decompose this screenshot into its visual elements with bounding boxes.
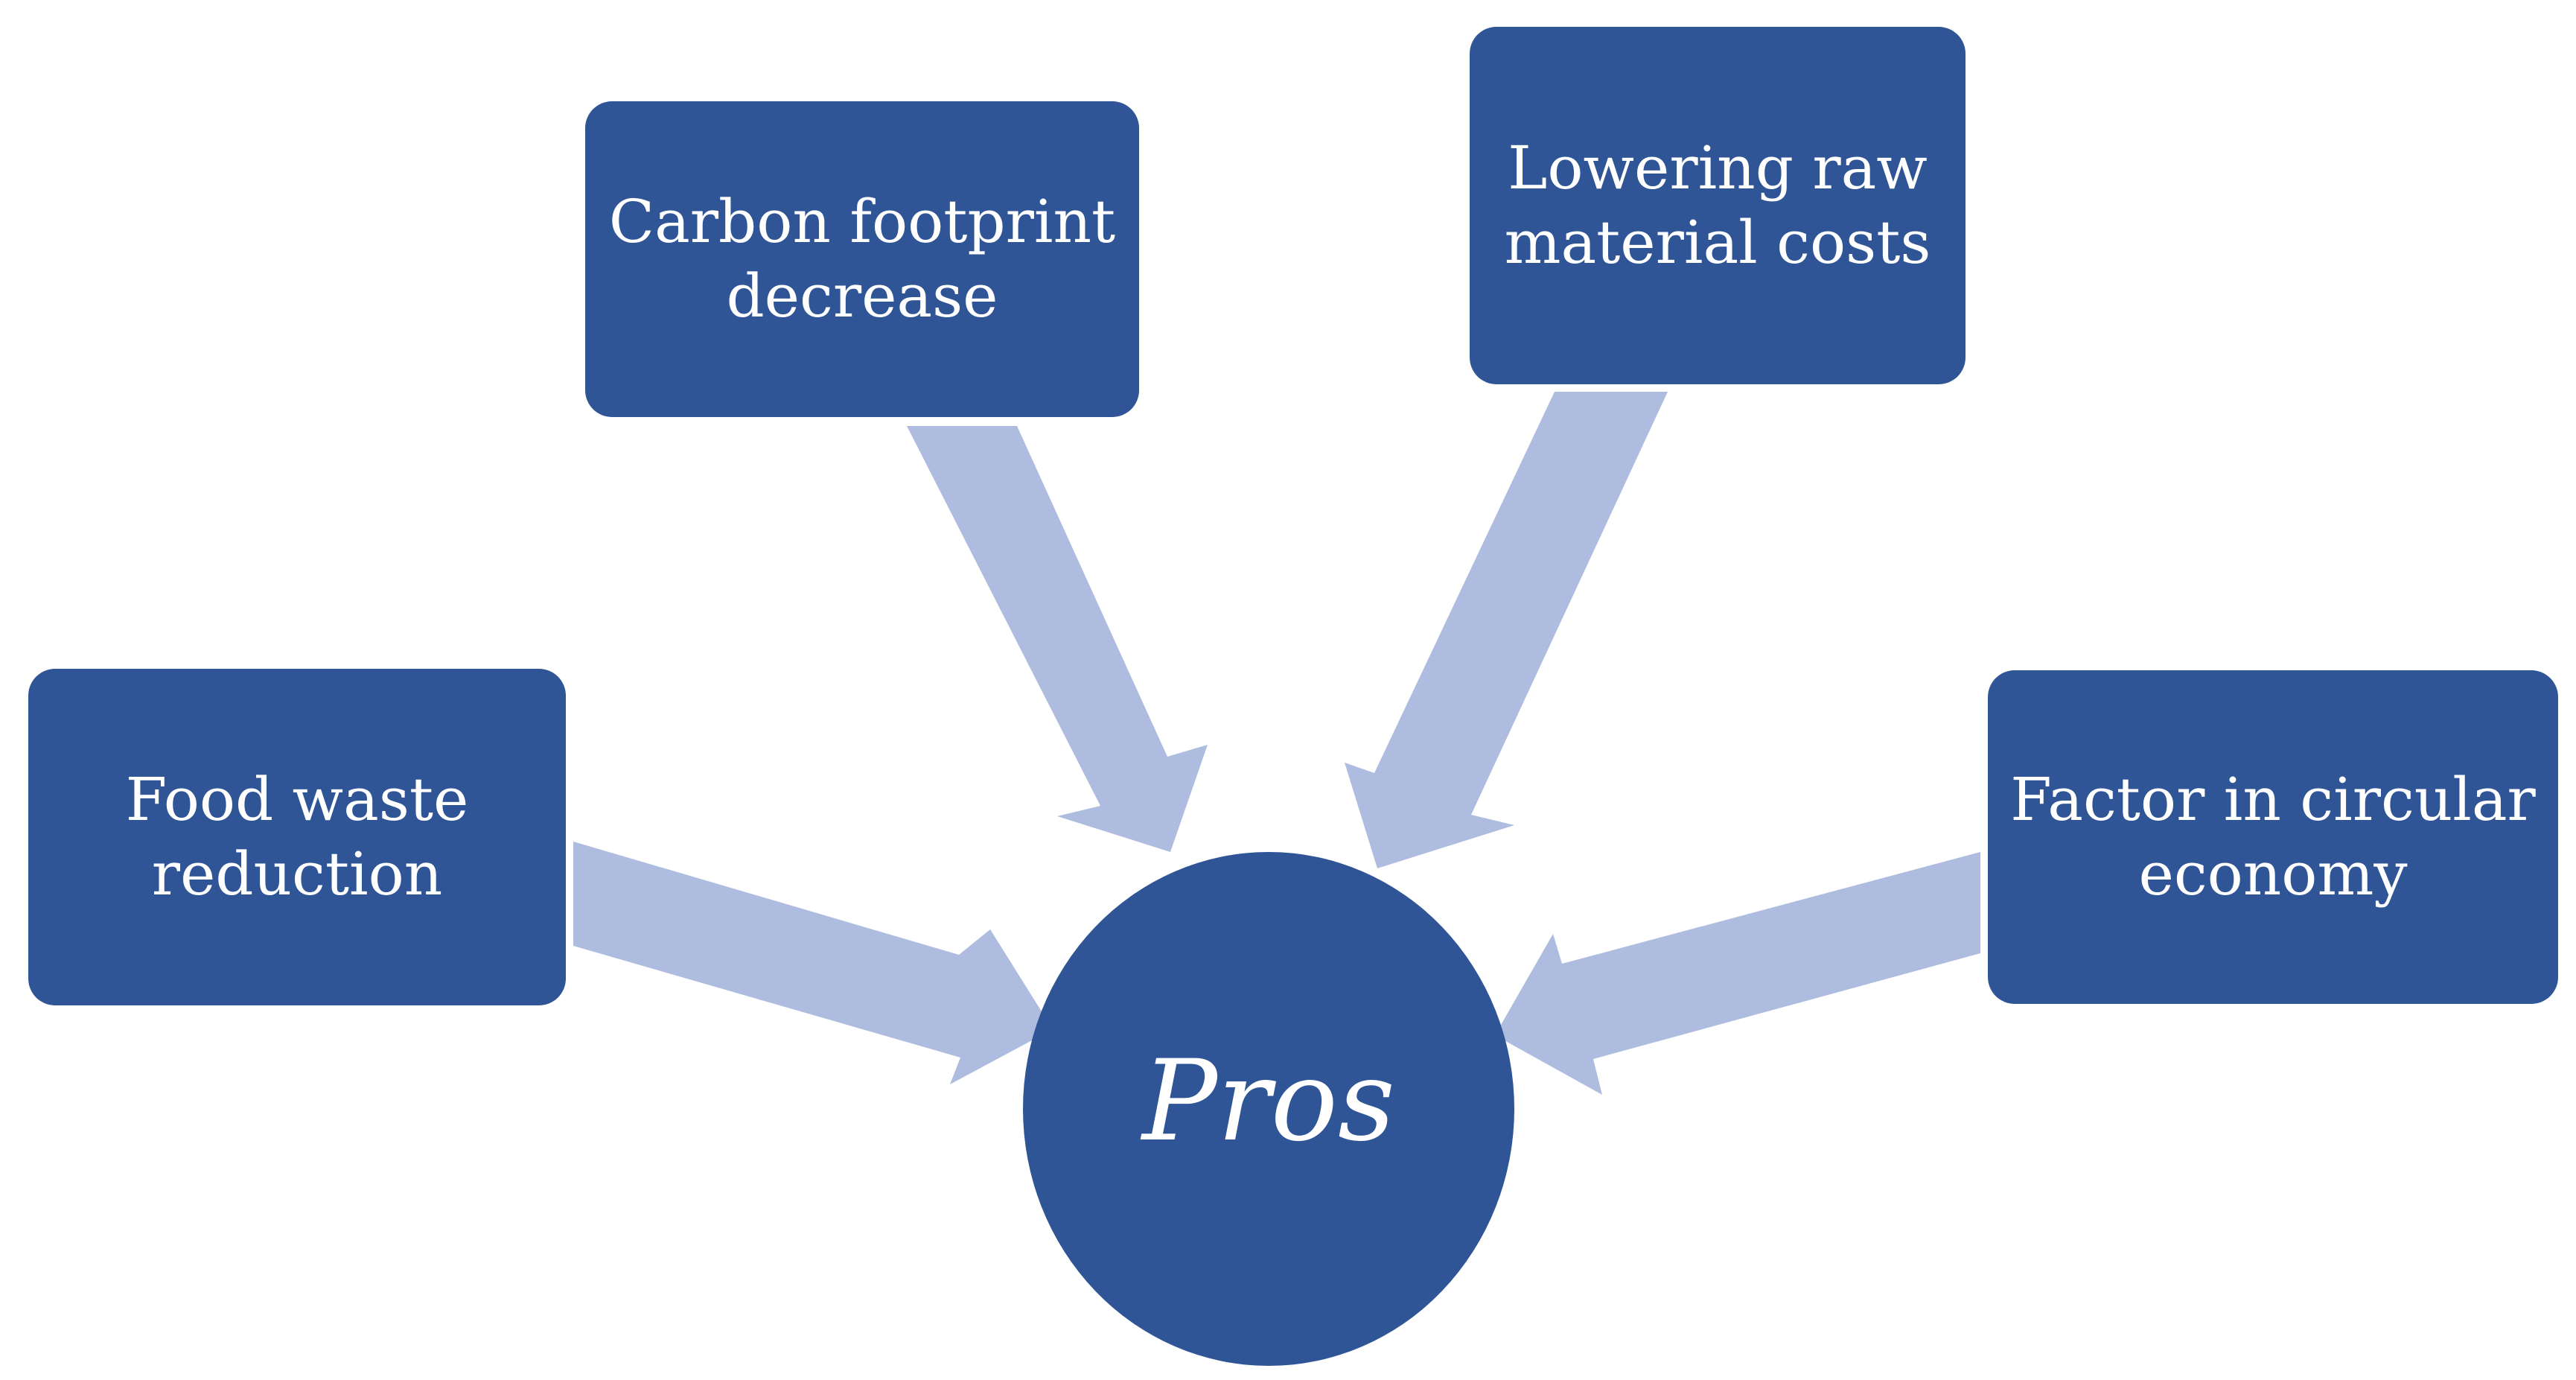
- arrow-factor-to-pros: [1495, 852, 1980, 1095]
- node-label: Factor in circular economy: [2010, 765, 2536, 909]
- node-carbon-footprint-decrease: Carbon footprint decrease: [585, 101, 1139, 417]
- arrow-food-to-pros: [573, 842, 1053, 1084]
- node-label: Food waste reduction: [125, 765, 469, 909]
- arrow-lowering-to-pros: [1345, 392, 1668, 868]
- node-label: Carbon footprint decrease: [608, 187, 1116, 331]
- node-factor-in-circular-economy: Factor in circular economy: [1988, 670, 2558, 1004]
- node-label: Lowering raw material costs: [1504, 133, 1931, 277]
- node-food-waste-reduction: Food waste reduction: [28, 669, 566, 1005]
- center-node-pros: Pros: [1023, 852, 1514, 1366]
- center-label: Pros: [1142, 1037, 1395, 1166]
- node-lowering-raw-material-costs: Lowering raw material costs: [1470, 27, 1966, 384]
- arrow-carbon-to-pros: [907, 426, 1208, 852]
